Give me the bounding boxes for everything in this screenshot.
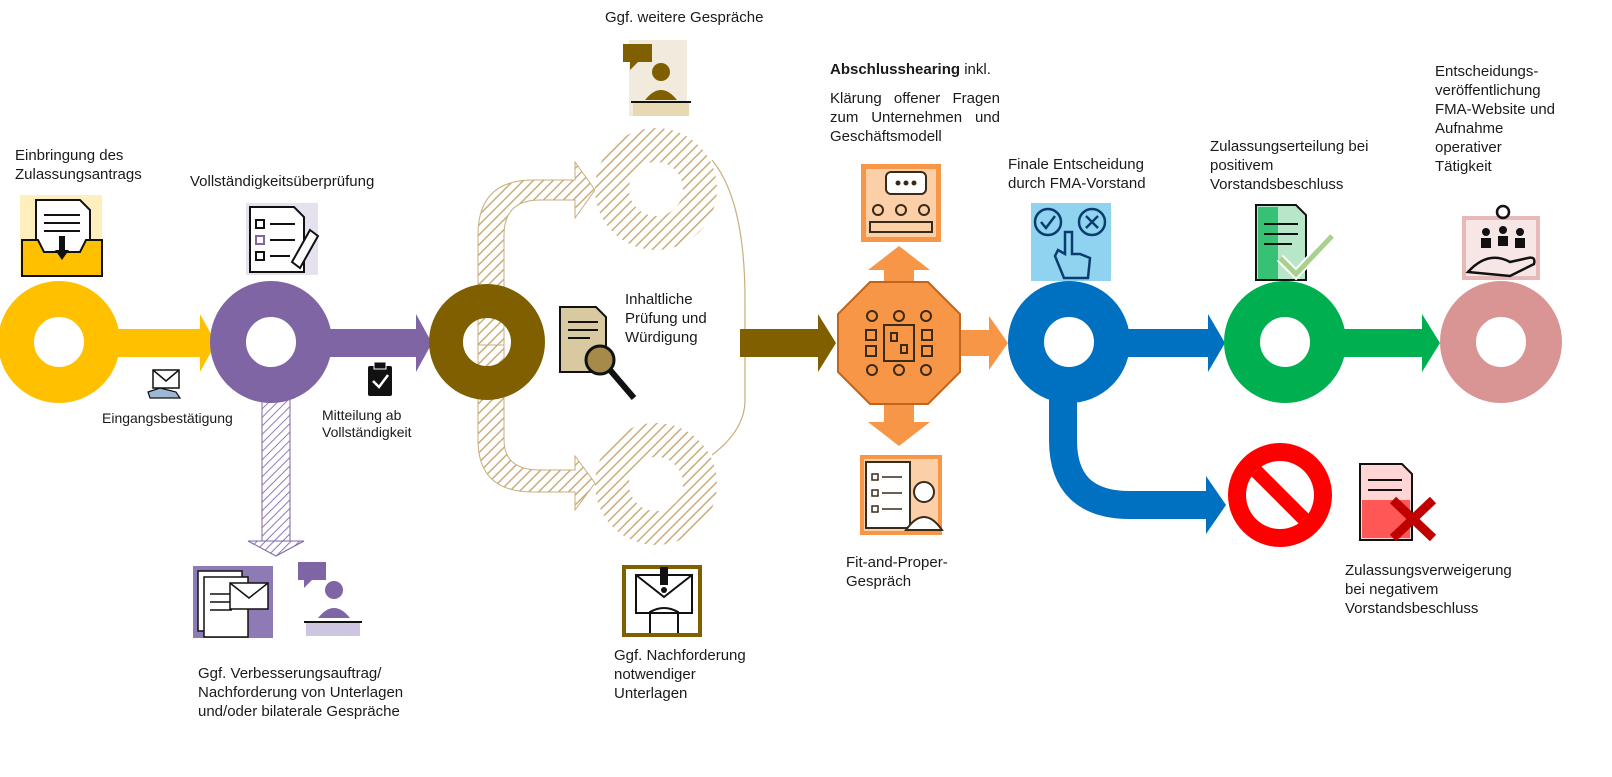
label-weitere-gespraeche: Ggf. weitere Gespräche <box>605 9 764 26</box>
label-fit-and-proper: Fit-and-Proper-Gespräch <box>846 554 948 590</box>
label-nachforderung: Ggf. Nachforderung notwendiger Unterlage… <box>614 647 746 702</box>
label-abschlusshearing: Abschlusshearing inkl. <box>830 60 1020 79</box>
checklist-icon <box>246 203 320 275</box>
ring-olive <box>429 284 545 400</box>
prohibited-icon <box>1228 443 1332 547</box>
meeting-chat-icon <box>861 164 941 242</box>
candidate-checklist-icon <box>860 455 944 535</box>
arrow-green <box>1340 314 1440 372</box>
label-veroeffentlichung: Entscheidungs-veröffentlichung FMA-Websi… <box>1435 63 1555 175</box>
label-eingangsbestaetigung: Eingangsbestätigung <box>102 410 233 426</box>
clipboard-check-icon <box>368 361 392 396</box>
arrow-branch-upper <box>477 160 596 346</box>
ring-hatched-lower <box>595 423 717 545</box>
label-einbringung: Einbringung des Zulassungsantrags <box>15 147 142 183</box>
octagon-abschlusshearing <box>837 281 961 405</box>
arrow-orange-right <box>955 316 1008 370</box>
ring-green <box>1224 281 1346 403</box>
arrow-branch-lower <box>477 344 596 512</box>
ring-yellow <box>0 281 120 403</box>
document-magnifier-icon <box>559 306 637 400</box>
label-vollstaendigkeit: Vollständigkeitsüberprüfung <box>190 173 375 190</box>
label-zulassungsverweigerung: Zulassungsverweigerung bei negativem Vor… <box>1345 562 1512 617</box>
arrow-orange-down <box>868 400 930 446</box>
hand-envelope-alert-icon <box>622 565 702 637</box>
envelope-hand-icon <box>147 369 182 399</box>
arrow-blue-down-right <box>1049 395 1226 534</box>
document-check-icon <box>1255 204 1336 281</box>
arrow-purple <box>320 314 432 372</box>
person-chat-icon <box>298 562 362 636</box>
arrow-olive <box>740 314 836 372</box>
inbox-document-icon <box>20 195 103 277</box>
ring-pink <box>1440 281 1562 403</box>
ring-blue <box>1008 281 1130 403</box>
bracket-line <box>711 159 746 456</box>
label-mitteilung: Mitteilung ab Vollständigkeit <box>322 407 412 440</box>
abschlusshearing-bold: Abschlusshearing <box>830 61 961 78</box>
arrow-purple-hatched-down <box>247 394 305 557</box>
arrow-blue-right <box>1128 314 1225 372</box>
label-verbesserung: Ggf. Verbesserungsauftrag/ Nachforderung… <box>198 665 404 720</box>
team-hand-gear-icon <box>1462 204 1540 280</box>
person-chat-olive-icon <box>623 40 691 116</box>
label-zulassungserteilung: Zulassungserteilung bei positivem Vorsta… <box>1210 138 1369 193</box>
label-finale-entscheidung: Finale Entscheidung durch FMA-Vorstand <box>1008 156 1146 192</box>
documents-envelope-icon <box>193 566 273 638</box>
check-cross-hand-icon <box>1031 203 1111 281</box>
label-inhaltliche-pruefung: Inhaltliche Prüfung und Würdigung <box>625 291 707 346</box>
ring-hatched-upper <box>595 128 717 250</box>
document-reject-icon <box>1359 463 1437 542</box>
abschlusshearing-suffix: inkl. <box>960 61 991 78</box>
meeting-table-icon <box>865 310 933 376</box>
ring-purple <box>210 281 332 403</box>
label-klaerung: Klärung offener Fragen zum Unternehmen u… <box>830 90 1000 145</box>
arrow-yellow <box>110 314 216 372</box>
